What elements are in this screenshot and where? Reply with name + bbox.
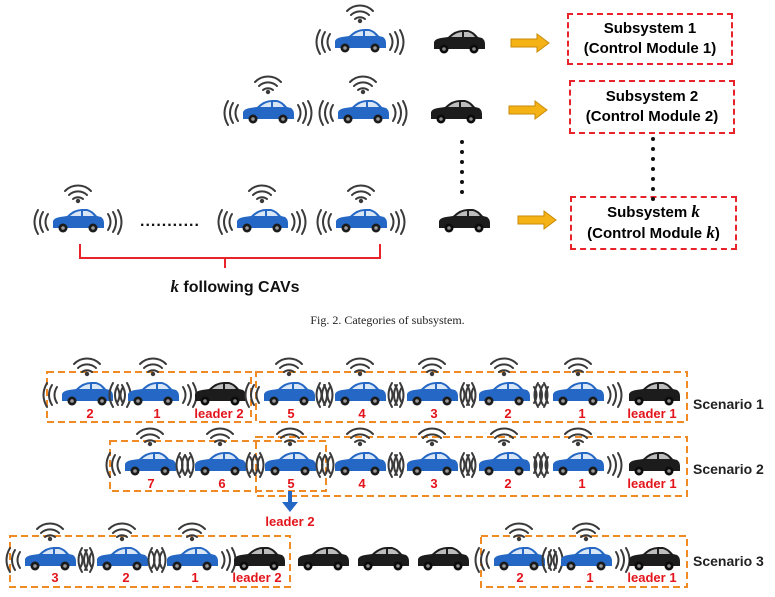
vehicle-number: 1	[586, 570, 593, 585]
human-driven-car-icon	[629, 452, 680, 476]
subsystem-k-box: Subsystem k (Control Module k)	[570, 196, 737, 250]
human-driven-car-icon	[629, 547, 680, 571]
vehicle-number: 2	[86, 406, 93, 421]
subsystem-title: Subsystem 1	[603, 20, 697, 37]
scenario-2-label: Scenario 2	[693, 461, 764, 477]
vertical-ellipsis	[651, 137, 655, 201]
subsystem-title: Subsystem 2	[605, 88, 699, 105]
right-arrow-icon	[517, 210, 557, 230]
vehicle-number: 3	[51, 570, 58, 585]
leader-label: leader 2	[265, 514, 314, 529]
vehicle-number: 5	[287, 476, 294, 491]
vehicle-number: 2	[504, 406, 511, 421]
leader-label: leader 1	[627, 476, 676, 491]
control-module-label: (Control Module k)	[587, 223, 720, 242]
connected-car-icon	[33, 184, 123, 235]
group-box	[109, 440, 327, 492]
down-arrow-icon	[282, 491, 298, 512]
vehicle-number: 2	[122, 570, 129, 585]
ellipsis-dots: ...........	[140, 213, 200, 230]
connected-car-icon	[5, 522, 95, 573]
vehicle-number: 5	[287, 406, 294, 421]
vehicle-number: 1	[153, 406, 160, 421]
human-driven-car-icon	[439, 209, 490, 233]
control-module-label: (Control Module 2)	[585, 108, 719, 125]
vehicle-number: 4	[358, 406, 366, 421]
subsystem-2-box: Subsystem 2 (Control Module 2)	[569, 80, 735, 134]
connected-car-icon	[387, 427, 477, 478]
vehicle-number: 3	[430, 406, 437, 421]
vehicle-number: 1	[578, 406, 585, 421]
connected-car-icon	[217, 184, 307, 235]
connected-car-icon	[223, 75, 313, 126]
connected-car-icon	[387, 357, 477, 408]
following-cavs-label: k following CAVs	[170, 277, 300, 296]
scenario-3-label: Scenario 3	[693, 553, 764, 569]
vehicle-number: 2	[504, 476, 511, 491]
human-driven-car-icon	[434, 30, 485, 54]
figure-caption: Fig. 2. Categories of subsystem.	[310, 313, 465, 327]
vehicle-number: 3	[430, 476, 437, 491]
vehicle-number: 4	[358, 476, 366, 491]
human-driven-car-icon	[358, 547, 409, 571]
human-driven-car-icon	[195, 382, 246, 406]
leader-label: leader 2	[232, 570, 281, 585]
human-driven-car-icon	[298, 547, 349, 571]
right-arrow-icon	[510, 33, 550, 53]
connected-car-icon	[315, 4, 405, 55]
right-arrow-icon	[508, 100, 548, 120]
leader-label: leader 2	[194, 406, 243, 421]
vehicle-number: 1	[191, 570, 198, 585]
human-driven-car-icon	[629, 382, 680, 406]
scenario-1-label: Scenario 1	[693, 396, 764, 412]
connected-car-icon	[316, 184, 406, 235]
control-module-label: (Control Module 1)	[583, 40, 717, 57]
human-driven-car-icon	[418, 547, 469, 571]
subsystem-1-box: Subsystem 1 (Control Module 1)	[567, 13, 733, 65]
leader-label: leader 1	[627, 570, 676, 585]
group-bracket	[79, 244, 381, 268]
vehicle-number: 6	[218, 476, 225, 491]
connected-car-icon	[42, 357, 132, 408]
group-box	[255, 436, 688, 497]
human-driven-car-icon	[234, 547, 285, 571]
vertical-ellipsis	[460, 140, 464, 194]
subsystem-title: Subsystem k	[607, 202, 700, 221]
connected-car-icon	[108, 357, 198, 408]
vehicle-number: 2	[516, 570, 523, 585]
vehicle-number: 1	[578, 476, 585, 491]
human-driven-car-icon	[431, 100, 482, 124]
connected-car-icon	[318, 75, 408, 126]
leader-label: leader 1	[627, 406, 676, 421]
vehicle-number: 7	[147, 476, 154, 491]
